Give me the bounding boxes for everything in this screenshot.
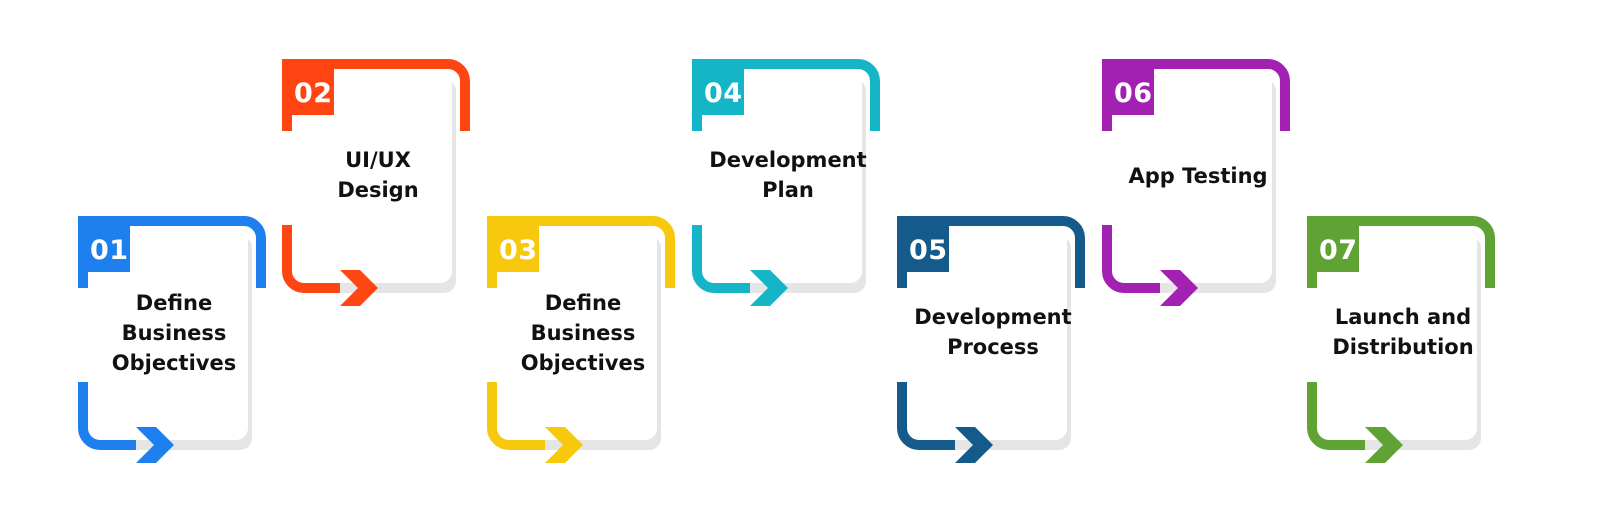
step-04: 04 Development Plan xyxy=(692,59,882,311)
step-frame xyxy=(78,216,266,463)
step-02: 02 UI/UX Design xyxy=(282,59,472,311)
step-01: 01 Define Business Objectives xyxy=(78,216,268,468)
step-label: Development Plan xyxy=(709,148,867,202)
step-label: Define Business Objectives xyxy=(520,291,646,375)
step-07: 07 Launch and Distribution xyxy=(1307,216,1497,468)
step-frame xyxy=(1307,216,1495,463)
step-label: UI/UX Design xyxy=(337,148,419,202)
step-05: 05 Development Process xyxy=(897,216,1087,468)
step-number: 03 xyxy=(499,234,538,266)
step-number: 06 xyxy=(1114,77,1153,109)
step-frame xyxy=(1102,59,1290,306)
step-number: 05 xyxy=(909,234,948,266)
step-frame xyxy=(897,216,1085,463)
step-label: Development Process xyxy=(914,305,1072,359)
step-06: 06 App Testing xyxy=(1102,59,1292,311)
step-frame xyxy=(282,59,470,306)
step-label: App Testing xyxy=(1128,164,1268,188)
step-frame xyxy=(487,216,675,463)
step-label: Define Business Objectives xyxy=(111,291,237,375)
step-frame xyxy=(692,59,880,306)
step-number: 07 xyxy=(1319,234,1358,266)
step-label: Launch and Distribution xyxy=(1332,305,1474,359)
step-number: 01 xyxy=(90,234,129,266)
step-number: 02 xyxy=(294,77,333,109)
step-number: 04 xyxy=(704,77,743,109)
step-03: 03 Define Business Objectives xyxy=(487,216,677,468)
